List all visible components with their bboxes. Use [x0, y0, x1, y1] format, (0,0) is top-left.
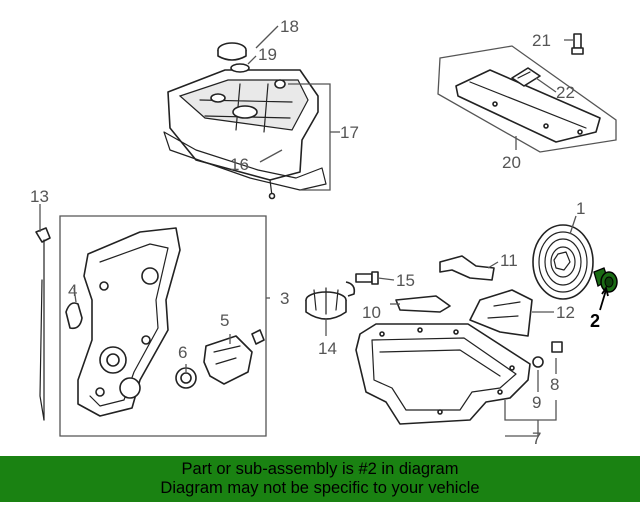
banner-line-part-number: Part or sub-assembly is #2 in diagram — [181, 460, 459, 478]
callout-4: 4 — [68, 281, 77, 300]
callout-10: 10 — [362, 303, 381, 322]
callout-7: 7 — [532, 429, 541, 448]
callout-8: 8 — [550, 375, 559, 394]
callout-22: 22 — [556, 83, 575, 102]
callout-6: 6 — [178, 343, 187, 362]
bottom-strip — [0, 502, 640, 512]
chain-case-group — [35, 215, 267, 437]
banner-line-disclaimer: Diagram may not be specific to your vehi… — [160, 479, 480, 497]
callout-13: 13 — [30, 187, 49, 206]
callout-14: 14 — [318, 339, 337, 358]
callout-1: 1 — [576, 199, 585, 218]
pulley-bolt-highlighted — [593, 267, 618, 311]
engine-cover-group — [437, 33, 617, 153]
valve-cover-group — [163, 42, 327, 200]
callout-18: 18 — [280, 17, 299, 36]
oil-pan-group — [305, 255, 563, 425]
callout-17: 17 — [340, 123, 359, 142]
crankshaft-pulley — [532, 224, 594, 300]
callout-20: 20 — [502, 153, 521, 172]
parts-diagram: 1 2 3 4 5 6 7 8 9 10 11 12 13 14 15 16 1… — [30, 17, 618, 448]
callout-11: 11 — [500, 251, 518, 270]
part-info-banner: Part or sub-assembly is #2 in diagram Di… — [0, 456, 640, 502]
callout-21: 21 — [532, 31, 551, 50]
callout-2-highlighted: 2 — [590, 311, 600, 331]
callout-16: 16 — [230, 155, 249, 174]
callout-labels: 1 2 3 4 5 6 7 8 9 10 11 12 13 14 15 16 1… — [30, 17, 600, 448]
callout-19: 19 — [258, 45, 277, 64]
callout-12: 12 — [556, 303, 575, 322]
callout-3: 3 — [280, 289, 289, 308]
leader-lines — [39, 25, 577, 437]
callout-5: 5 — [220, 311, 229, 330]
callout-9: 9 — [532, 393, 541, 412]
callout-15: 15 — [396, 271, 415, 290]
